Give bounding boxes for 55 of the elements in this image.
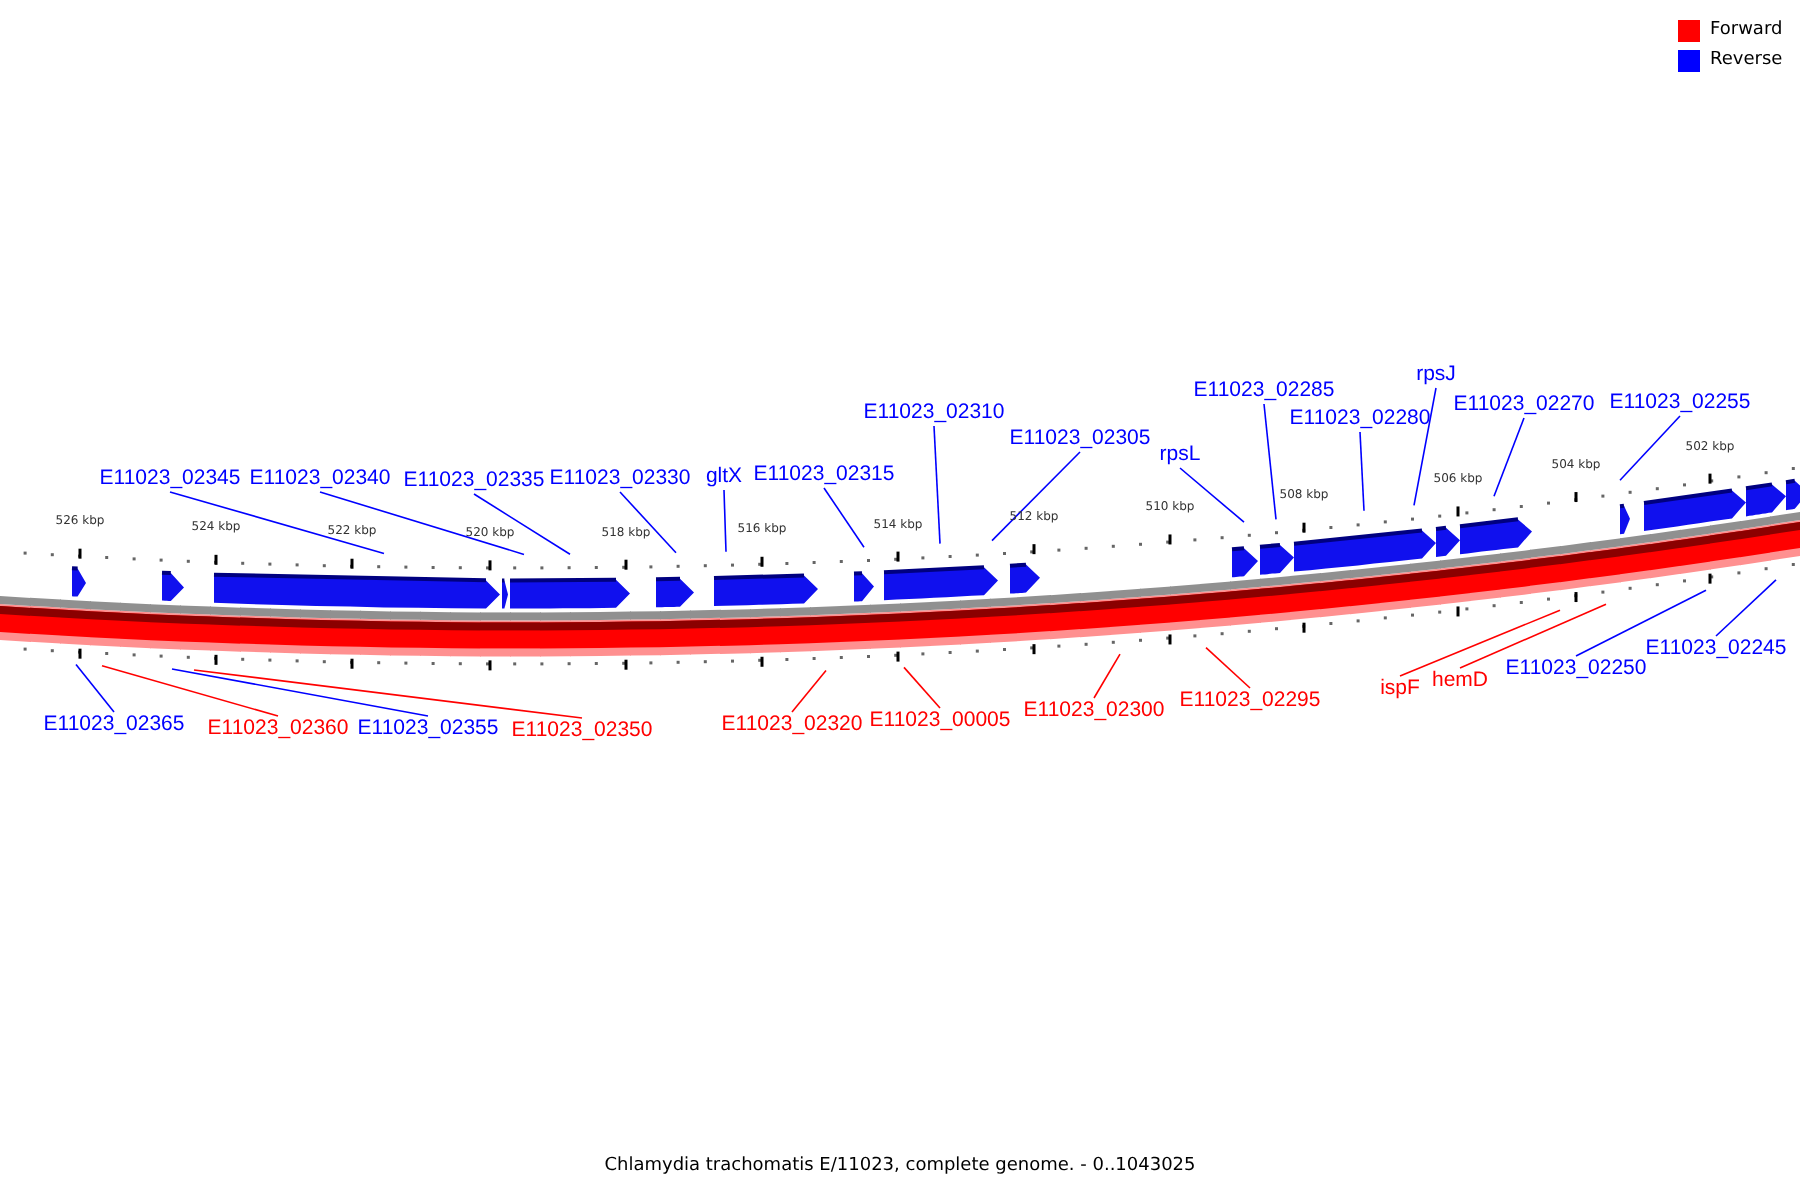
- leader-line: [1179, 467, 1245, 523]
- leader-line: [1413, 387, 1437, 507]
- gene-label: E11023_00005: [869, 708, 1011, 734]
- leader-line: [1715, 579, 1777, 637]
- leader-line: [1205, 646, 1251, 689]
- gene-label: E11023_02335: [403, 468, 545, 494]
- leader-line: [1359, 431, 1365, 512]
- gene-label: E11023_02365: [43, 712, 185, 738]
- leader-line: [1399, 609, 1561, 677]
- leader-line: [171, 668, 429, 717]
- gene-label: E11023_02360: [207, 716, 349, 742]
- leader-line: [1493, 417, 1525, 497]
- gene-label: E11023_02340: [249, 466, 391, 492]
- gene-label: E11023_02245: [1645, 636, 1787, 662]
- leader-line: [319, 491, 525, 556]
- gene-label: E11023_02315: [753, 462, 895, 488]
- gene-label: E11023_02330: [549, 466, 691, 492]
- leader-line: [75, 663, 115, 713]
- leader-line: [1093, 653, 1121, 699]
- gene-label: E11023_02250: [1505, 656, 1647, 682]
- leader-line: [101, 665, 279, 717]
- gene-label: E11023_02300: [1023, 698, 1165, 724]
- gene-label: rpsJ: [1416, 362, 1456, 388]
- gene-label: rpsL: [1159, 442, 1201, 468]
- caption: Chlamydia trachomatis E/11023, complete genome. - 0..1043025: [604, 1156, 1196, 1176]
- leader-line: [1459, 603, 1607, 669]
- gene-label: E11023_02345: [99, 466, 241, 492]
- leader-line: [169, 491, 385, 555]
- gene-label: E11023_02270: [1453, 392, 1595, 418]
- legend-label: Reverse: [1710, 50, 1783, 72]
- gene-label: E11023_02280: [1289, 406, 1431, 432]
- gene-label: E11023_02305: [1009, 426, 1151, 452]
- gene-label: E11023_02285: [1193, 378, 1335, 404]
- leader-line: [723, 489, 727, 553]
- gene-label: E11023_02350: [511, 718, 653, 744]
- gene-label: E11023_02255: [1609, 390, 1751, 416]
- leader-line: [193, 669, 583, 719]
- leader-line: [903, 666, 941, 709]
- leader-line: [991, 451, 1081, 542]
- leader-line: [1619, 415, 1681, 481]
- gene-label: E11023_02295: [1179, 688, 1321, 714]
- leader-line: [933, 425, 941, 545]
- legend-label: Forward: [1710, 20, 1783, 42]
- gene-label: E11023_02320: [721, 712, 863, 738]
- leader-line: [1575, 589, 1707, 657]
- gene-label: E11023_02310: [863, 400, 1005, 426]
- leader-line: [1263, 403, 1277, 521]
- gene-label: ispF: [1380, 676, 1420, 702]
- leader-line: [619, 491, 677, 554]
- gene-label: E11023_02355: [357, 716, 499, 742]
- leader-line: [823, 487, 865, 548]
- gene-label: gltX: [705, 464, 743, 490]
- gene-label: hemD: [1432, 668, 1488, 694]
- leader-line: [473, 493, 571, 555]
- leader-line: [791, 669, 827, 713]
